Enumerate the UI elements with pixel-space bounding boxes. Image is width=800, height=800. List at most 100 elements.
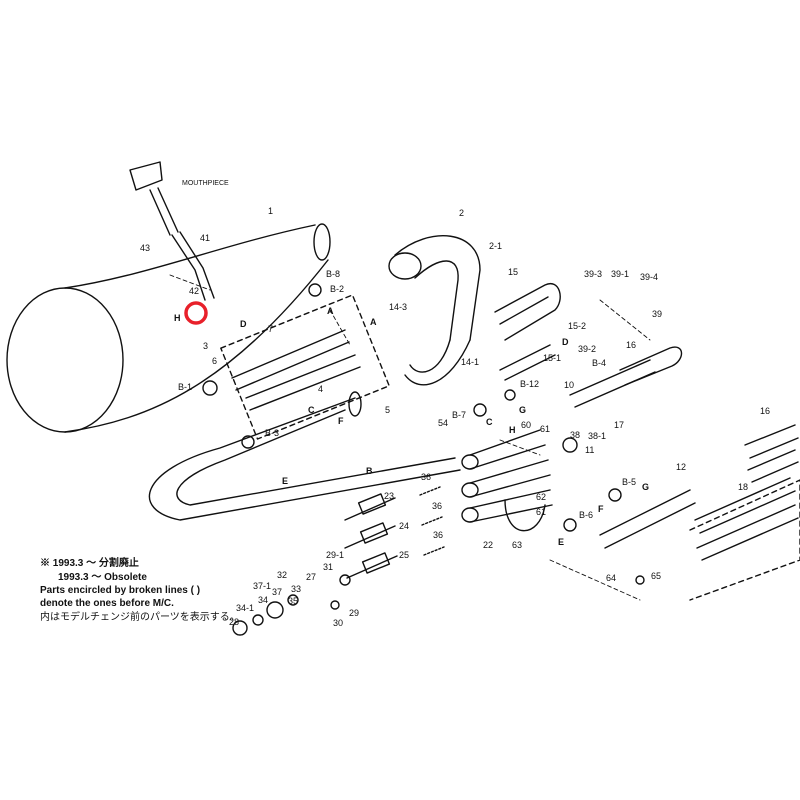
label-part-39: 39 (652, 309, 662, 319)
label-c-1: C (308, 405, 315, 415)
label-part-31: 31 (323, 562, 333, 572)
label-part-5: 5 (385, 405, 390, 415)
label-part-36-c: 36 (433, 530, 443, 540)
note-line-2: 1993.3 〜 Obsolete (58, 572, 147, 583)
label-b-5: B-5 (622, 477, 636, 487)
label-part-61-a: 61 (540, 424, 550, 434)
label-b-8: B-8 (326, 269, 340, 279)
label-g-2: G (642, 482, 649, 492)
label-part-6: 6 (212, 356, 217, 366)
label-b-3: B-3 (265, 428, 279, 438)
label-part-54: 54 (438, 418, 448, 428)
label-b-1: B-1 (178, 382, 192, 392)
label-part-11: 11 (585, 445, 594, 455)
label-e-2: E (558, 537, 564, 547)
label-a-2: A (370, 317, 377, 327)
label-b-7: B-7 (452, 410, 466, 420)
label-c-2: C (486, 417, 493, 427)
label-part-34: 34 (258, 595, 268, 605)
label-part-22: 22 (483, 540, 493, 550)
label-part-15: 15 (508, 267, 518, 277)
label-part-29: 29 (349, 608, 359, 618)
label-part-16-b: 16 (760, 406, 770, 416)
label-part-27: 27 (306, 572, 316, 582)
label-g-1: G (519, 405, 526, 415)
leader-lines (169, 274, 651, 601)
label-b-2: B-2 (330, 284, 344, 294)
label-part-64: 64 (606, 573, 616, 583)
label-part-33: 33 (291, 584, 301, 594)
label-part-36-a: 36 (421, 472, 431, 482)
label-part-61-b: 61 (536, 507, 546, 517)
note-line-1: ※ 1993.3 〜 分割廃止 (40, 558, 139, 569)
label-part-60: 60 (521, 420, 531, 430)
label-part-18: 18 (738, 482, 748, 492)
label-part-24: 24 (399, 521, 409, 531)
label-part-39-4: 39-4 (640, 272, 658, 282)
label-part-30: 30 (333, 618, 343, 628)
label-b-6: B-6 (579, 510, 593, 520)
label-part-62: 62 (536, 492, 546, 502)
note-line-4: denote the ones before M/C. (40, 598, 174, 609)
upper-bow-part (388, 235, 481, 386)
label-part-37-1: 37-1 (253, 581, 271, 591)
label-part-38: 38 (570, 430, 580, 440)
bottom-bow-part (148, 391, 461, 521)
label-part-2: 2 (459, 208, 464, 218)
label-part-39-2: 39-2 (578, 344, 596, 354)
label-part-36-b: 36 (432, 501, 442, 511)
label-f-2: F (598, 504, 604, 514)
label-part-16-a: 16 (626, 340, 636, 350)
label-part-39-3: 39-3 (584, 269, 602, 279)
label-d-1: D (240, 319, 247, 329)
label-part-3: 3 (203, 341, 208, 351)
label-part-35: 35 (288, 596, 298, 606)
label-part-7: 7 (268, 324, 273, 334)
valve-pistons (344, 486, 445, 579)
label-part-4: 4 (318, 384, 323, 394)
label-part-63: 63 (512, 540, 522, 550)
valve-block (461, 429, 553, 532)
label-h-2: H (509, 425, 516, 435)
label-a-1: A (327, 306, 334, 316)
label-part-1: 1 (268, 206, 273, 216)
label-mouthpiece: MOUTHPIECE (182, 180, 229, 187)
third-slide-part (569, 346, 800, 601)
tuning-slide-part (494, 282, 561, 381)
label-part-17: 17 (614, 420, 624, 430)
label-part-39-1: 39-1 (611, 269, 629, 279)
label-part-29-1: 29-1 (326, 550, 344, 560)
label-part-14-1: 14-1 (461, 357, 479, 367)
label-part-28: 28 (229, 617, 239, 627)
label-part-42: 42 (189, 286, 199, 296)
label-part-34-1: 34-1 (236, 603, 254, 613)
label-part-14-3: 14-3 (389, 302, 407, 312)
mouthpiece-part (129, 161, 215, 301)
label-part-15-1: 15-1 (543, 353, 561, 363)
highlight-circle (184, 301, 208, 325)
note-line-5: 内はモデルチェンジ前のパーツを表示する。 (40, 612, 240, 623)
label-part-65: 65 (651, 571, 661, 581)
label-part-38-1: 38-1 (588, 431, 606, 441)
label-h-1: H (174, 313, 181, 323)
label-part-32: 32 (277, 570, 287, 580)
label-part-15-2: 15-2 (568, 321, 586, 331)
label-d-2: D (562, 337, 569, 347)
label-part-10: 10 (564, 380, 574, 390)
label-part-12: 12 (676, 462, 686, 472)
label-f-1: F (338, 416, 344, 426)
label-part-37: 37 (272, 587, 282, 597)
label-b-4: B-4 (592, 358, 606, 368)
label-part-23: 23 (384, 491, 394, 501)
small-parts (202, 283, 645, 636)
label-part-41: 41 (200, 233, 210, 243)
note-line-3: Parts encircled by broken lines ( ) (40, 585, 201, 596)
label-e-1: E (282, 476, 288, 486)
label-b-12: B-12 (520, 379, 539, 389)
label-part-2-1: 2-1 (489, 241, 502, 251)
main-slide-tubes (220, 294, 390, 440)
label-part-43: 43 (140, 243, 150, 253)
bell-part (6, 223, 331, 433)
